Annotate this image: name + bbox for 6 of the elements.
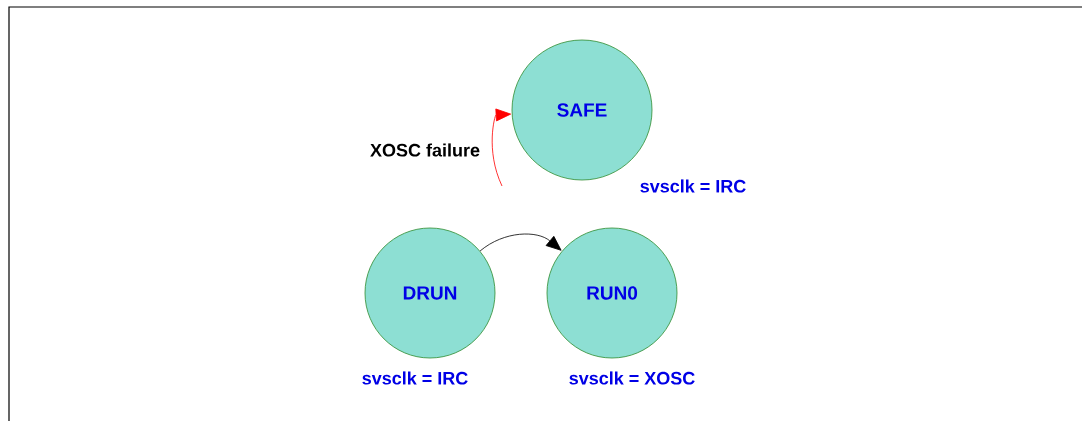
state-note: svsclk = IRC [640, 179, 746, 193]
arrow [479, 233, 562, 252]
state-note: svsclk = XOSC [569, 371, 695, 385]
arrow [491, 108, 512, 187]
edge-label: XOSC failure [369, 142, 481, 158]
state-note: svsclk = IRC [362, 371, 468, 385]
